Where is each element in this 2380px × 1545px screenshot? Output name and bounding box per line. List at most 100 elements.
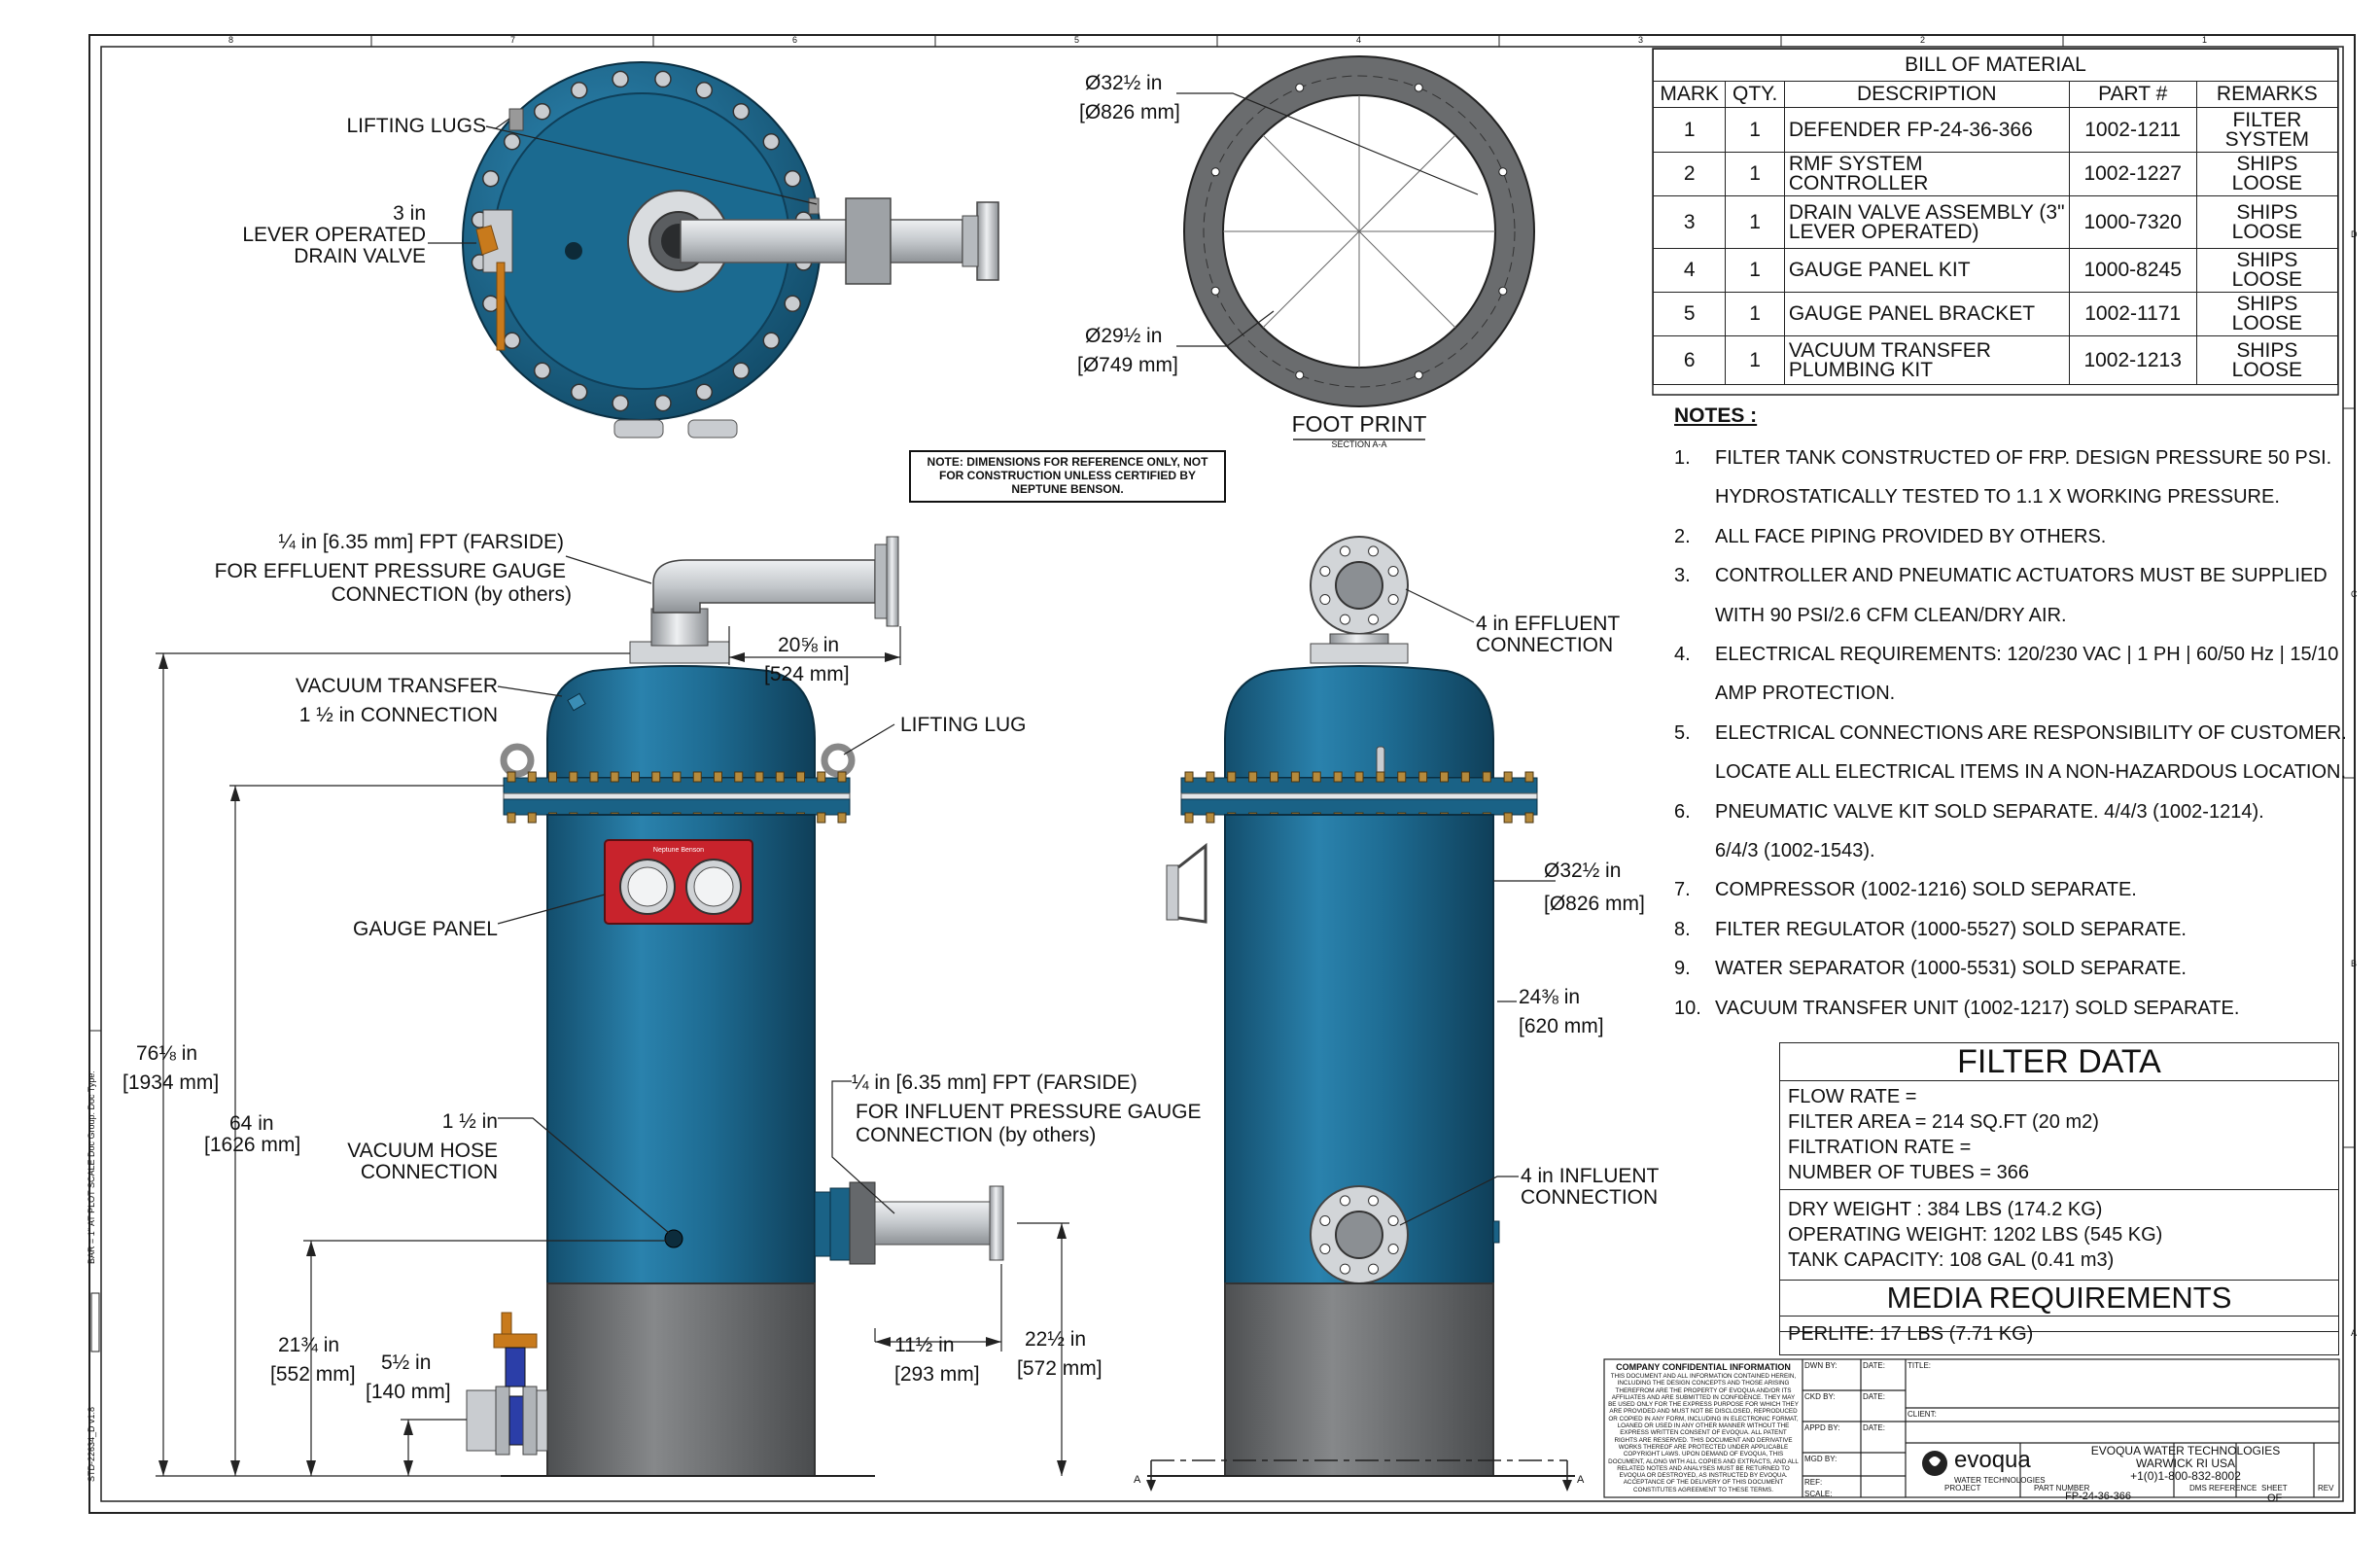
anchor-hole-icon [1210, 286, 1220, 296]
bom-header-cell: QTY. [1725, 81, 1785, 108]
note-line: AMP PROTECTION. [1674, 683, 1895, 705]
side-elevation [1146, 536, 1575, 1492]
note-line: 7.COMPRESSOR (1002-1216) SOLD SEPARATE. [1674, 879, 2137, 901]
foot-print-view [1183, 55, 1535, 440]
effluent-connection-size: 4 in EFFLUENT [1476, 613, 1621, 635]
dwn-by: DWN BY: [1804, 1361, 1838, 1370]
footprint-inner-dia: Ø29½ in [1085, 325, 1163, 347]
note-text: LOCATE ALL ELECTRICAL ITEMS IN A NON-HAZ… [1715, 761, 2347, 784]
note-text: FILTER TANK CONSTRUCTED OF FRP. DESIGN P… [1715, 447, 2332, 469]
zone-row-label: A [2351, 1328, 2358, 1338]
gauge-panel-brand: Neptune Benson [653, 847, 704, 854]
zone-row-label: D [2351, 229, 2358, 239]
flange-bolt-icon [732, 102, 751, 121]
dms-reference-label: DMS REFERENCE [2189, 1484, 2258, 1492]
template-id: STD-22634_D v1.8 [87, 1406, 96, 1482]
zone-column-label: 7 [510, 35, 516, 45]
flange-bolt-icon [612, 394, 629, 412]
note-line: LOCATE ALL ELECTRICAL ITEMS IN A NON-HAZ… [1674, 761, 2346, 784]
flange-bolt-icon [654, 394, 672, 412]
evoqua-logo-text: evoqua [1954, 1447, 2031, 1473]
appd-by: APPD BY: [1804, 1423, 1840, 1432]
flange-bolt-icon [1184, 812, 1194, 824]
note-line: 10.VACUUM TRANSFER UNIT (1002-1217) SOLD… [1674, 998, 2239, 1020]
zone-column-label: 1 [2202, 35, 2208, 45]
dim-5-in: 5½ in [381, 1352, 432, 1374]
bom-header-cell: MARK [1652, 81, 1727, 108]
flow-rate: FLOW RATE = [1788, 1086, 1917, 1107]
flange-bolt-icon [762, 132, 781, 151]
flange-bolt-icon [1319, 594, 1331, 606]
filter-data-box: FILTER DATA FLOW RATE = FILTER AREA = 21… [1779, 1042, 2339, 1332]
note-line: 3.CONTROLLER AND PNEUMATIC ACTUATORS MUS… [1674, 565, 2328, 587]
flange-bolt-icon [695, 82, 714, 99]
drain-valve-size: 3 in [393, 202, 426, 225]
media-requirements-box: MEDIA REQUIREMENTS PERLITE: 17 LBS (7.71… [1779, 1280, 2339, 1355]
bar-scale-text: BAR = 1" AT PLOT SCALE Doc Group: Doc Ty… [87, 1071, 96, 1264]
reference-note: NOTE: DIMENSIONS FOR REFERENCE ONLY, NOT… [927, 455, 1208, 496]
dim-22-in: 22½ in [1025, 1328, 1087, 1351]
filter-data-title: FILTER DATA [1780, 1043, 2338, 1081]
flange-bolt-icon [533, 102, 551, 121]
flange-bolt-icon [1333, 771, 1343, 783]
note-text: CONTROLLER AND PNEUMATIC ACTUATORS MUST … [1715, 565, 2328, 587]
flange-bolt-icon [1482, 771, 1491, 783]
dim-24-mm: [620 mm] [1519, 1015, 1604, 1037]
flange-bolt-icon [569, 771, 578, 783]
dim-20-mm: [524 mm] [764, 663, 850, 685]
vacuum-transfer-size: 1 ½ in CONNECTION [298, 704, 498, 726]
anchor-hole-icon [1210, 167, 1220, 177]
bom-cell: 1002-1211 [2068, 107, 2197, 153]
note-line: HYDROSTATICALLY TESTED TO 1.1 X WORKING … [1674, 486, 2280, 509]
reference-note-box [909, 450, 1226, 503]
flange-bolt-icon [1339, 614, 1350, 625]
flange-bolt-icon [1290, 771, 1300, 783]
zone-row-label: C [2351, 589, 2358, 599]
section-a-right: A [1577, 1474, 1585, 1486]
note-line: 9.WATER SEPARATOR (1000-5531) SOLD SEPAR… [1674, 958, 2187, 980]
flange-bolt-icon [503, 332, 521, 350]
bom-cell: 1 [1652, 107, 1727, 153]
zone-column-label: 5 [1074, 35, 1080, 45]
gauge-panel-label: GAUGE PANEL [353, 918, 498, 940]
effluent-by-others: CONNECTION (by others) [331, 583, 572, 606]
dim-11-mm: [293 mm] [894, 1363, 980, 1386]
dim-76-mm: [1934 mm] [122, 1071, 220, 1094]
flange-bolt-icon [1206, 771, 1215, 783]
bom-cell: GAUGE PANEL BRACKET [1783, 292, 2070, 336]
anchor-hole-icon [1295, 83, 1305, 92]
flange-bolt-icon [482, 169, 500, 188]
note-number: 4. [1674, 644, 1691, 665]
flange-bolt-icon [503, 132, 521, 151]
flange-bolt-icon [589, 771, 599, 783]
flange-bolt-icon [1387, 1214, 1399, 1226]
flange-bolt-icon [784, 295, 801, 313]
bom-cell: 1 [1725, 335, 1785, 385]
top-view [462, 61, 999, 439]
flange-bolt-icon [507, 812, 516, 824]
dim-21-in: 21¾ in [278, 1334, 340, 1356]
section-label: SECTION A-A [1331, 439, 1387, 449]
side-dia-mm: [Ø826 mm] [1544, 893, 1645, 915]
note-text: WITH 90 PSI/2.6 CFM CLEAN/DRY AIR. [1715, 604, 2067, 626]
note-text: ELECTRICAL REQUIREMENTS: 120/230 VAC | 1… [1715, 644, 2339, 665]
flange-bolt-icon [654, 70, 672, 88]
flange-bolt-icon [1460, 771, 1470, 783]
flange-bolt-icon [1368, 1263, 1380, 1275]
flange-bolt-icon [1524, 812, 1534, 824]
note-number: 1. [1674, 447, 1691, 469]
note-text: FILTER REGULATOR (1000-5527) SOLD SEPARA… [1715, 918, 2187, 940]
flange-bolt-icon [1503, 771, 1513, 783]
note-line: 6.PNEUMATIC VALVE KIT SOLD SEPARATE. 4/4… [1674, 801, 2264, 824]
bom-header-cell: DESCRIPTION [1783, 81, 2070, 108]
flange-bolt-icon [527, 771, 537, 783]
flange-bolt-icon [533, 362, 551, 380]
zone-column-label: 6 [792, 35, 798, 45]
